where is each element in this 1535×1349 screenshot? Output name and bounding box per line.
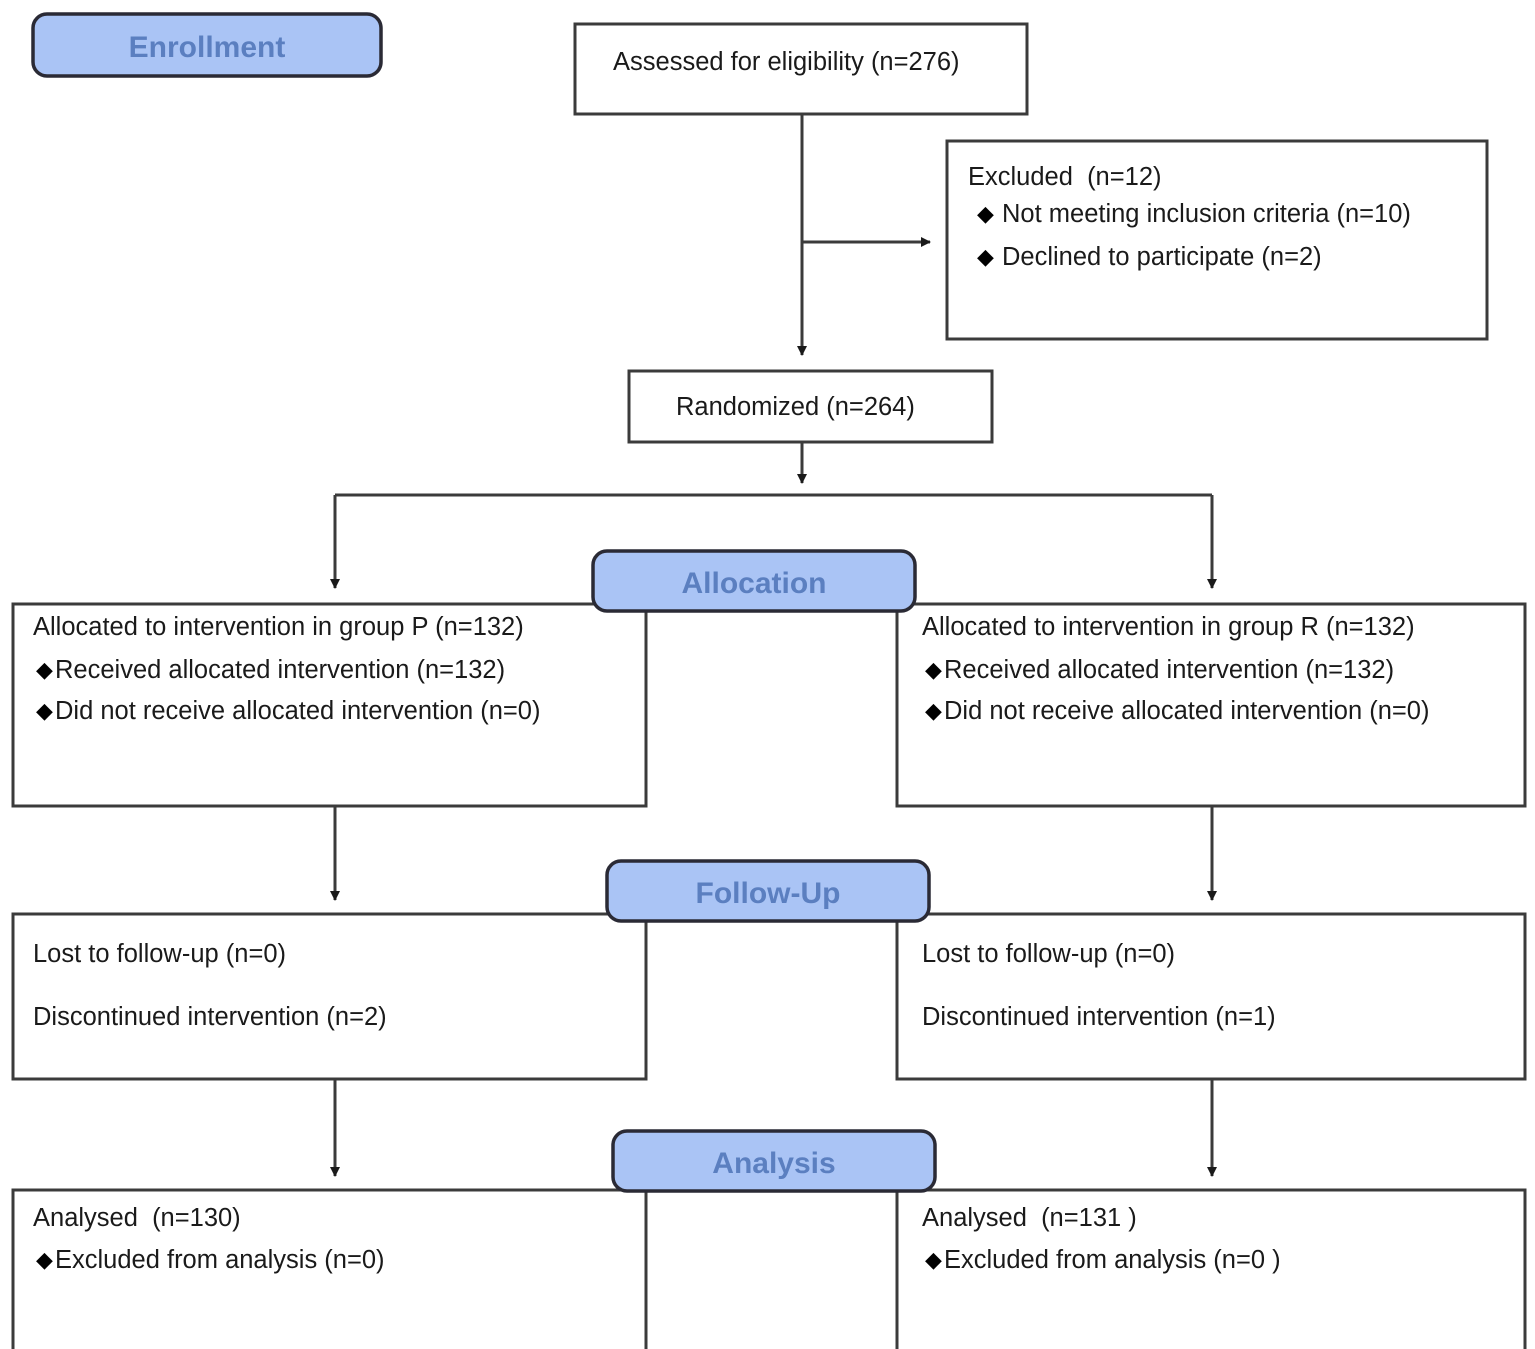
banner-analysis-label: Analysis xyxy=(712,1147,835,1180)
box-allocation-group-p: Allocated to intervention in group P (n=… xyxy=(11,602,648,808)
allocation-left-line-2: Did not receive allocated intervention (… xyxy=(55,697,540,725)
diamond-bullet-icon: ◆ xyxy=(925,698,942,723)
box-allocation-group-r: Allocated to intervention in group R (n=… xyxy=(895,602,1527,808)
analysis-right-line-0: Analysed (n=131 ) xyxy=(922,1204,1137,1232)
followup-right-line-0: Lost to follow-up (n=0) xyxy=(922,940,1175,968)
box-assessed-for-eligibility: Assessed for eligibility (n=276) xyxy=(573,22,1029,116)
diamond-bullet-icon: ◆ xyxy=(925,1247,942,1272)
analysis-left-line-1: Excluded from analysis (n=0) xyxy=(55,1246,385,1274)
analysis-right-line-1: Excluded from analysis (n=0 ) xyxy=(944,1246,1281,1274)
banner-allocation-label: Allocation xyxy=(681,567,826,600)
box-followup-group-r: Lost to follow-up (n=0) Discontinued int… xyxy=(895,912,1527,1081)
allocation-left-line-1: Received allocated intervention (n=132) xyxy=(55,656,505,684)
followup-left-line-1: Discontinued intervention (n=2) xyxy=(33,1003,387,1031)
banner-followup-label: Follow-Up xyxy=(696,877,841,910)
randomized-line-0: Randomized (n=264) xyxy=(676,393,915,421)
diamond-bullet-icon: ◆ xyxy=(36,698,53,723)
followup-left-line-0: Lost to follow-up (n=0) xyxy=(33,940,286,968)
allocation-right-line-1: Received allocated intervention (n=132) xyxy=(944,656,1394,684)
banner-enrollment: Enrollment xyxy=(31,12,383,78)
diamond-bullet-icon: ◆ xyxy=(36,657,53,682)
banner-enrollment-label: Enrollment xyxy=(129,31,286,64)
banner-allocation: Allocation xyxy=(591,549,917,613)
diamond-bullet-icon: ◆ xyxy=(977,244,994,269)
excluded-line-1: Not meeting inclusion criteria (n=10) xyxy=(1002,200,1411,228)
diamond-bullet-icon: ◆ xyxy=(925,657,942,682)
assessed-line-0: Assessed for eligibility (n=276) xyxy=(613,48,960,76)
allocation-left-line-0: Allocated to intervention in group P (n=… xyxy=(33,613,524,641)
box-followup-group-p: Lost to follow-up (n=0) Discontinued int… xyxy=(11,912,648,1081)
analysis-left-line-0: Analysed (n=130) xyxy=(33,1204,241,1232)
banner-analysis: Analysis xyxy=(611,1129,937,1193)
box-analysis-group-p: Analysed (n=130) ◆ Excluded from analysi… xyxy=(11,1188,648,1349)
diamond-bullet-icon: ◆ xyxy=(977,201,994,226)
box-randomized: Randomized (n=264) xyxy=(627,369,994,444)
diamond-bullet-icon: ◆ xyxy=(36,1247,53,1272)
banner-followup: Follow-Up xyxy=(605,859,931,923)
excluded-line-0: Excluded (n=12) xyxy=(968,163,1162,191)
followup-right-line-1: Discontinued intervention (n=1) xyxy=(922,1003,1276,1031)
allocation-right-line-0: Allocated to intervention in group R (n=… xyxy=(922,613,1415,641)
box-analysis-group-r: Analysed (n=131 ) ◆ Excluded from analys… xyxy=(895,1188,1527,1349)
connector-group xyxy=(330,113,1217,1177)
box-excluded: Excluded (n=12) ◆ Not meeting inclusion … xyxy=(945,139,1489,341)
allocation-right-line-2: Did not receive allocated intervention (… xyxy=(944,697,1429,725)
excluded-line-2: Declined to participate (n=2) xyxy=(1002,243,1322,271)
